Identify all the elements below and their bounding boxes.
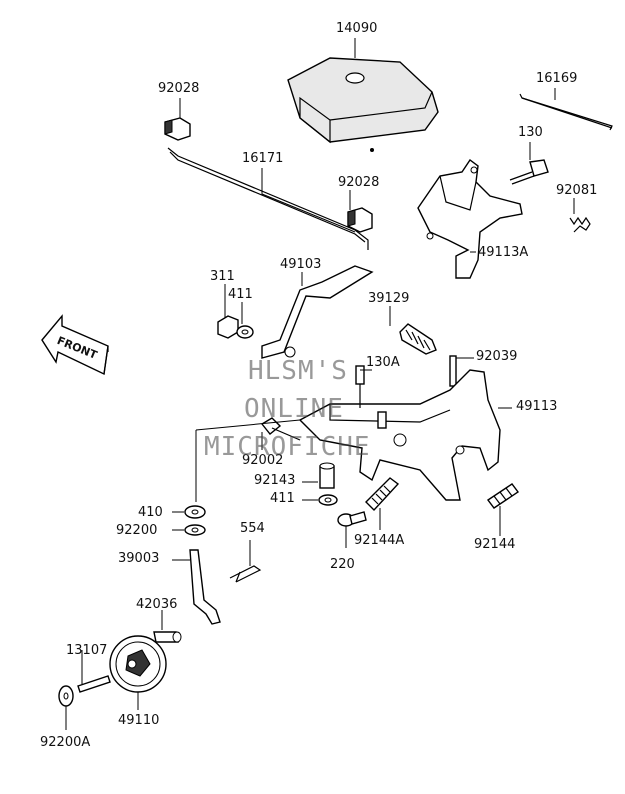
clip-92028-b xyxy=(347,207,373,233)
label-49110: 49110 xyxy=(118,713,160,728)
label-410: 410 xyxy=(138,505,163,520)
washer-92200a xyxy=(58,685,74,707)
screw-220 xyxy=(337,511,367,527)
lever-49103 xyxy=(261,265,374,359)
label-554: 554 xyxy=(240,521,265,536)
label-92028-a: 92028 xyxy=(158,81,200,96)
leader-lines xyxy=(65,38,575,730)
link-39003 xyxy=(189,549,221,625)
label-92144: 92144 xyxy=(474,537,516,552)
spring-92144a xyxy=(365,477,400,512)
label-39003: 39003 xyxy=(118,551,160,566)
bracket-49113a xyxy=(417,158,523,279)
label-13107: 13107 xyxy=(66,643,108,658)
label-411-b: 411 xyxy=(270,491,295,506)
label-42036: 42036 xyxy=(136,597,178,612)
label-130a: 130A xyxy=(366,355,400,370)
label-311: 311 xyxy=(210,269,235,284)
label-92028-b: 92028 xyxy=(338,175,380,190)
label-220: 220 xyxy=(330,557,355,572)
bolt-130a xyxy=(355,365,365,408)
watermark-line-1: HLSM'S xyxy=(248,356,348,386)
label-49103: 49103 xyxy=(280,257,322,272)
label-49113: 49113 xyxy=(516,399,558,414)
label-39129: 39129 xyxy=(368,291,410,306)
pin-13107 xyxy=(77,675,111,693)
nut-311 xyxy=(217,315,239,339)
cover-14090 xyxy=(287,57,439,152)
spring-92144 xyxy=(486,483,520,509)
collar-92143 xyxy=(319,462,335,489)
label-49113a: 49113A xyxy=(478,245,529,260)
label-92081: 92081 xyxy=(556,183,598,198)
washer-92200 xyxy=(184,524,206,536)
spring-39129 xyxy=(399,323,437,355)
washer-411-b xyxy=(318,494,338,506)
washer-411-a xyxy=(236,325,254,339)
label-92200: 92200 xyxy=(116,523,158,538)
label-92143: 92143 xyxy=(254,473,296,488)
label-130: 130 xyxy=(518,125,543,140)
label-92039: 92039 xyxy=(476,349,518,364)
label-92002: 92002 xyxy=(242,453,284,468)
label-92200a: 92200A xyxy=(40,735,91,750)
washer-410 xyxy=(184,505,206,519)
bolt-130 xyxy=(509,159,549,185)
gear-49110 xyxy=(109,635,167,693)
label-92144a: 92144A xyxy=(354,533,405,548)
label-16171: 16171 xyxy=(242,151,284,166)
shaft-42036 xyxy=(153,631,182,643)
cotter-pin-554 xyxy=(229,565,262,583)
clip-92028-a xyxy=(164,117,191,141)
rod-16169 xyxy=(519,93,613,131)
label-16169: 16169 xyxy=(536,71,578,86)
plate-49113 xyxy=(298,369,501,501)
watermark-line-2: ONLINE xyxy=(244,394,344,424)
label-411-a: 411 xyxy=(228,287,253,302)
front-arrow-icon xyxy=(41,314,109,376)
label-14090: 14090 xyxy=(336,21,378,36)
spring-92081 xyxy=(569,216,591,233)
watermark-line-3: MICROFICHE xyxy=(204,432,371,462)
